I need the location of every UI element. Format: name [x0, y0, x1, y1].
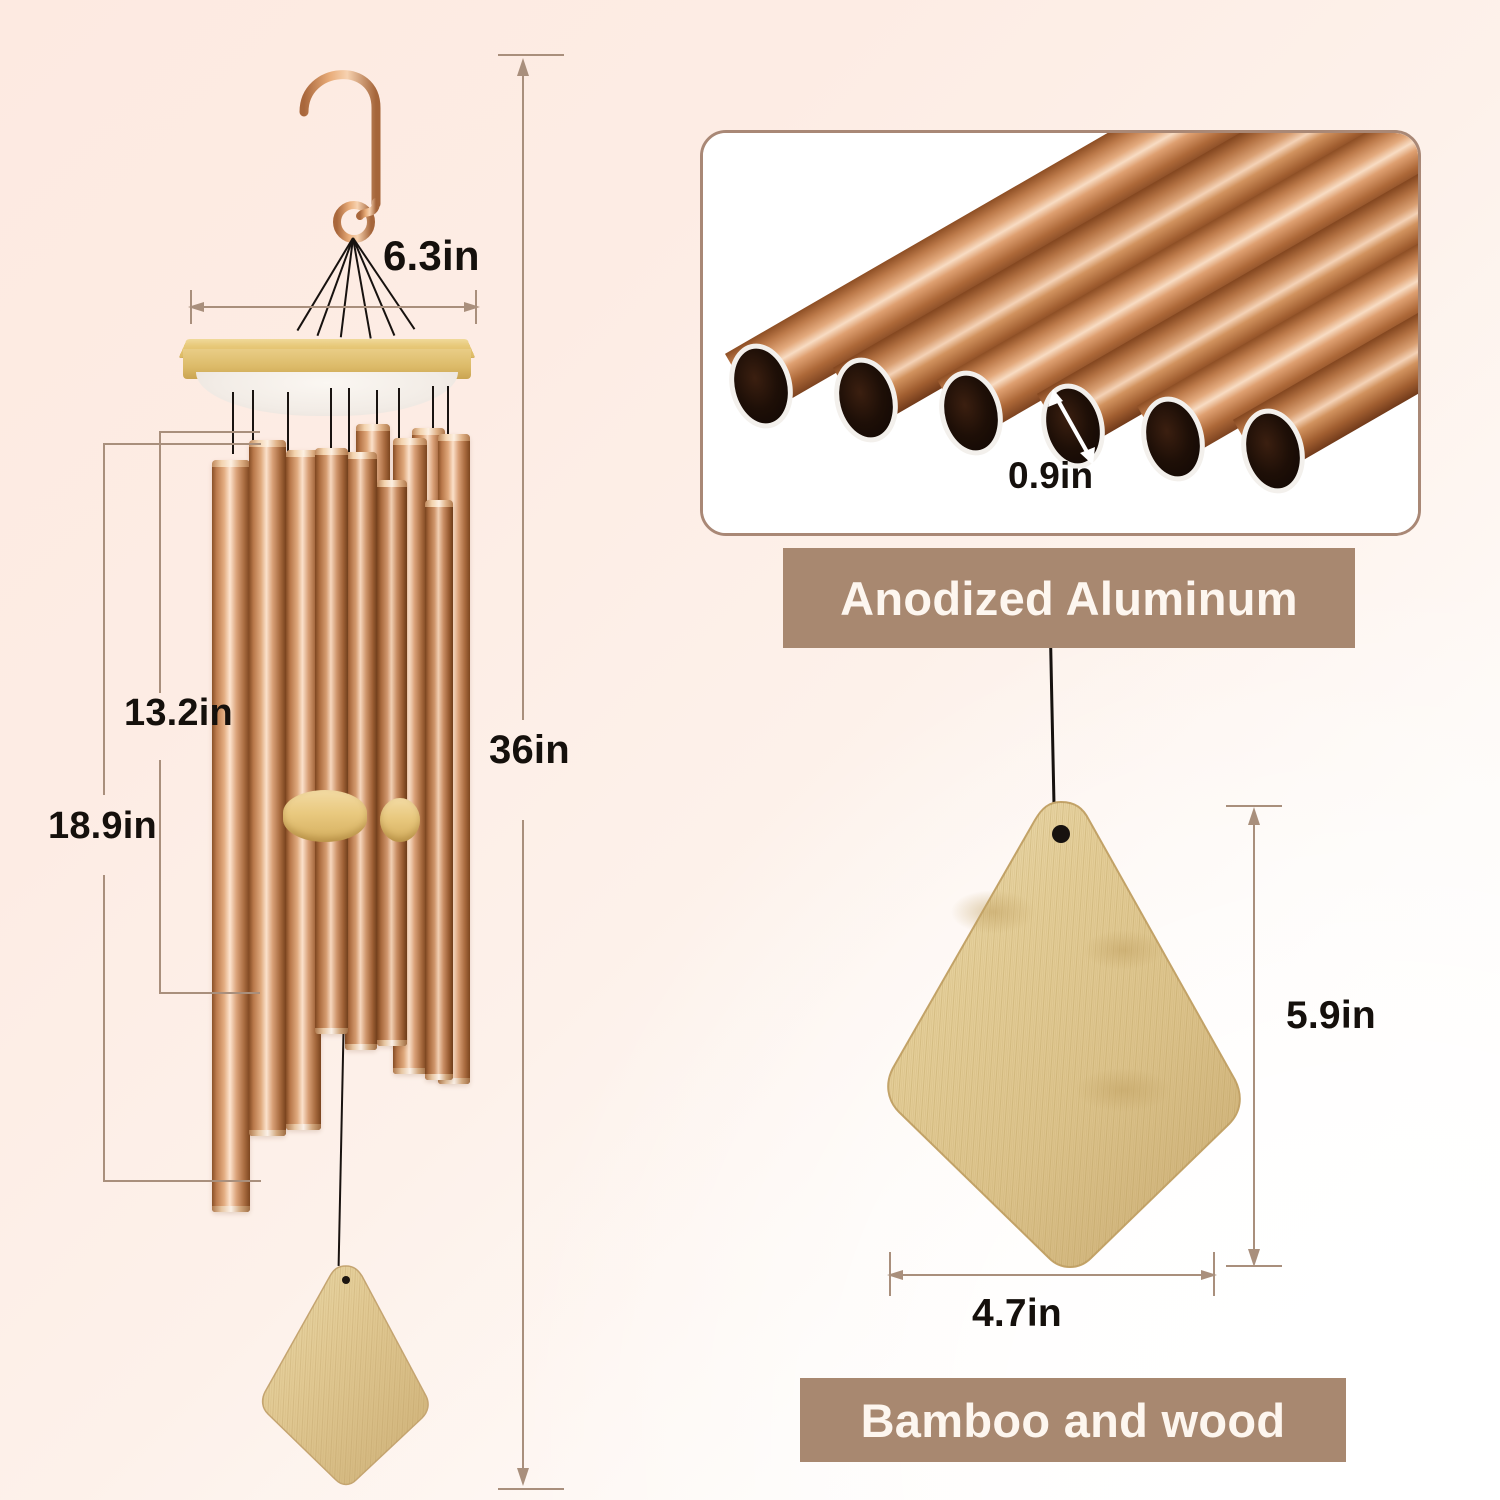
tube-diameter-label: 0.9in — [1008, 455, 1094, 496]
tube-cord — [447, 386, 449, 438]
chime-tube — [345, 452, 377, 1050]
clapper-disc — [283, 790, 367, 842]
dim-tick-left — [889, 1252, 891, 1296]
top-plate-underside — [196, 372, 458, 416]
tube-cord — [432, 386, 434, 446]
banner-anodized-aluminum-label: Anodized Aluminum — [840, 571, 1298, 625]
dimension-label-sail-width: 4.7in — [972, 1292, 1062, 1335]
clapper-disc-back — [380, 798, 420, 842]
bamboo-sail-illustration: 5.9in 4.7in — [700, 640, 1500, 1440]
dim-tick-right — [1213, 1252, 1215, 1296]
dim-arrow-vertical-icon — [1248, 807, 1260, 1267]
dim-bracket-lower-stem — [159, 760, 161, 994]
dim-arrow-horizontal-icon — [887, 1270, 1217, 1280]
hanging-hook-icon — [299, 70, 381, 243]
dim-arrow-horizontal-icon — [188, 302, 480, 312]
bamboo-wind-sail-small — [261, 1265, 429, 1486]
dim-arrow-up-icon — [517, 58, 529, 720]
banner-bamboo-and-wood: Bamboo and wood — [800, 1378, 1346, 1462]
anodized-aluminum-photo-card: 0.9in — [700, 130, 1421, 536]
dim-bracket-top — [103, 443, 261, 445]
tube-cord — [376, 390, 378, 456]
banner-anodized-aluminum: Anodized Aluminum — [783, 548, 1355, 648]
dimension-label-width: 6.3in — [383, 232, 480, 279]
dim-tick-top — [498, 54, 564, 56]
dim-bracket-upper-stem — [103, 443, 105, 795]
dim-tick-top — [1226, 805, 1282, 807]
dimension-label-total: 36in — [489, 728, 570, 772]
aluminum-tubes-photo — [703, 133, 1418, 533]
chime-tube — [425, 500, 453, 1080]
dim-bracket-lower-stem — [103, 875, 105, 1182]
dim-arrow-down-icon — [517, 820, 529, 1486]
dimension-label-sail-height: 5.9in — [1286, 994, 1376, 1037]
tube-diameter-arrow-icon — [1048, 389, 1095, 465]
dimension-label-short-tubes: 13.2in — [124, 692, 233, 734]
dim-bracket-bottom — [159, 992, 260, 994]
dim-bracket-upper-stem — [159, 431, 161, 693]
dim-bracket-bottom — [103, 1180, 261, 1182]
chime-tube — [315, 448, 348, 1034]
tube-cord — [232, 392, 234, 454]
dim-tick-bottom — [498, 1488, 564, 1490]
banner-bamboo-and-wood-label: Bamboo and wood — [860, 1393, 1286, 1447]
wind-chime-illustration: 6.3in 13.2in 18.9in — [0, 0, 600, 1500]
chime-tube — [249, 440, 286, 1136]
chime-tube — [377, 480, 407, 1046]
bamboo-wind-sail-large — [887, 800, 1241, 1268]
dim-bracket-top — [159, 431, 260, 433]
chime-tube — [212, 460, 250, 1212]
dimension-label-long-tubes: 18.9in — [48, 805, 157, 847]
